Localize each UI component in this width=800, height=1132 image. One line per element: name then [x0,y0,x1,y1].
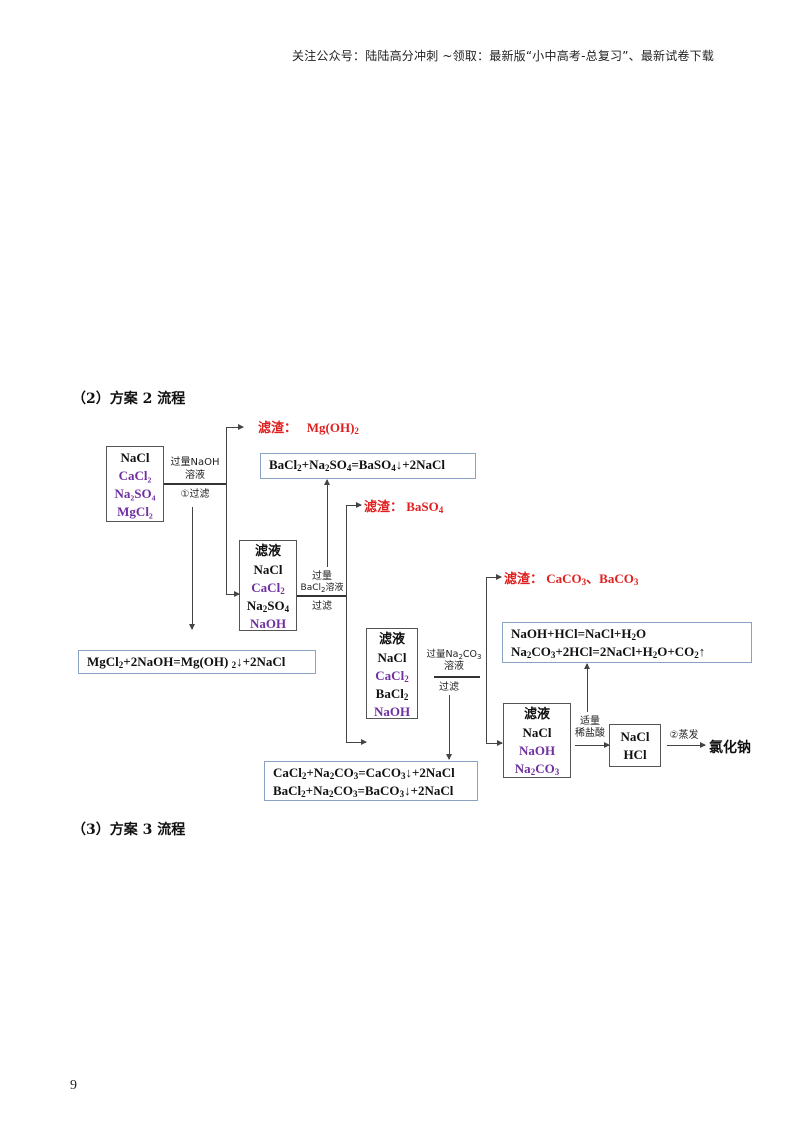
trunk-line-1 [226,427,228,595]
filtrate3-box: 滤液 NaCl NaOH Na2CO3 [503,703,571,778]
step2-reagent: 过量 [312,571,332,582]
filtrate3-item: Na2CO3 [514,761,560,777]
residue3-label: 滤渣： [504,572,544,587]
arrow-to-filtrate1 [226,590,240,598]
equation-3a: CaCl2+Na2CO3=CaCO3↓+2NaCl [273,765,455,781]
step4-reagent-2: 稀盐酸 [575,728,605,739]
residue2-value: BaSO4 [406,499,444,515]
equation-2: BaCl2+Na2SO4=BaSO4↓+2NaCl [269,457,446,473]
step2-operation: 过滤 [312,601,332,612]
residue2: 滤渣： BaSO4 [364,496,443,515]
step3-reagent-2: 溶液 [444,661,464,672]
step3-operation: 过滤 [439,682,459,693]
step3-reagent: 过量Na2CO3 [426,649,482,661]
section-title-plan-3: （3）方案 3 流程 [72,822,186,838]
arrow-down-to-eq1 [188,507,196,630]
start-mixture-box: NaCl CaCl₂ Na₂SO₄ MgCl₂ [106,446,164,522]
equation-4b: Na2CO3+2HCl=2NaCl+H2O+CO2↑ [511,644,706,660]
start-item: Na₂SO₄ [114,486,156,501]
step1-line [164,483,227,485]
step1-reagent: 过量NaOH [170,457,220,468]
arrow-to-residue1 [226,423,244,431]
start-item: NaCl [120,450,150,465]
residue1: 滤渣： Mg(OH)2 [258,417,359,436]
filtrate3-item: NaCl [522,725,552,740]
residue1-value: Mg(OH)2 [306,420,359,436]
equation-box-4: NaOH+HCl=NaCl+H2O Na2CO3+2HCl=2NaCl+H2O+… [502,622,752,663]
step5-operation: ②蒸发 [669,730,699,741]
step4-reagent: 适量 [580,716,600,727]
filtrate3-title: 滤液 [523,707,550,722]
filtrate2-item: CaCl2 [375,668,409,684]
filtrate2-box: 滤液 NaCl CaCl2 BaCl2 NaOH [366,628,418,719]
filtrate1-item: Na2SO4 [246,598,290,614]
filtrate2-item: NaOH [373,704,411,719]
arrow-down-to-eq3 [445,695,453,760]
residue3-value: CaCO3、BaCO3 [546,571,639,587]
filtrate1-item: NaOH [249,616,287,631]
filtrate2-title: 滤液 [378,632,405,647]
residue2-label: 滤渣： [364,500,404,515]
trunk-line-3 [486,577,488,744]
start-item: CaCl₂ [118,468,152,483]
step3-line [434,676,480,678]
arrow-to-residue2 [346,501,362,509]
arrow-to-residue3 [486,573,502,581]
step1-reagent-2: 溶液 [185,470,205,481]
filtrate1-item: CaCl2 [251,580,285,596]
result-item: NaCl [620,729,650,744]
arrow-to-filtrate3 [486,739,503,747]
page-number: 9 [70,1078,77,1093]
equation-box-3: CaCl2+Na2CO3=CaCO3↓+2NaCl BaCl2+Na2CO3=B… [264,761,478,801]
filtrate1-title: 滤液 [254,544,281,559]
result-box: NaCl HCl [609,724,661,767]
filtrate2-item: BaCl2 [375,686,409,702]
start-item: MgCl₂ [117,504,153,519]
residue3: 滤渣： CaCO3、BaCO3 [504,568,638,587]
equation-box-2: BaCl2+Na2SO4=BaSO4↓+2NaCl [260,453,476,479]
arrow-up-to-eq2 [323,479,331,567]
header-note: 关注公众号：陆陆高分冲刺 ~领取：最新版“小中高考-总复习”、最新试卷下载 [292,49,715,63]
filtrate1-box: 滤液 NaCl CaCl2 Na2SO4 NaOH [239,540,297,631]
step2-reagent-2: BaCl2溶液 [300,583,344,594]
final-product: 氯化钠 [709,740,751,756]
result-item: HCl [623,747,647,762]
step2-line [297,595,346,597]
filtrate3-item: NaOH [518,743,556,758]
equation-4a: NaOH+HCl=NaCl+H2O [511,626,647,642]
step1-operation: ①过滤 [180,489,210,500]
equation-box-1: MgCl2+2NaOH=Mg(OH) 2↓+2NaCl [78,650,316,674]
arrow-to-result [575,741,610,749]
arrow-up-to-eq4 [583,663,591,712]
equation-3b: BaCl2+Na2CO3=BaCO3↓+2NaCl [273,783,454,799]
residue1-label: 滤渣： [258,421,298,436]
arrow-to-filtrate2 [346,738,367,746]
arrow-to-product [667,741,706,749]
section-title-plan-2: （2）方案 2 流程 [72,391,186,407]
filtrate1-item: NaCl [253,562,283,577]
equation-1: MgCl2+2NaOH=Mg(OH) 2↓+2NaCl [87,654,286,670]
trunk-line-2 [346,505,348,743]
filtrate2-item: NaCl [377,650,407,665]
